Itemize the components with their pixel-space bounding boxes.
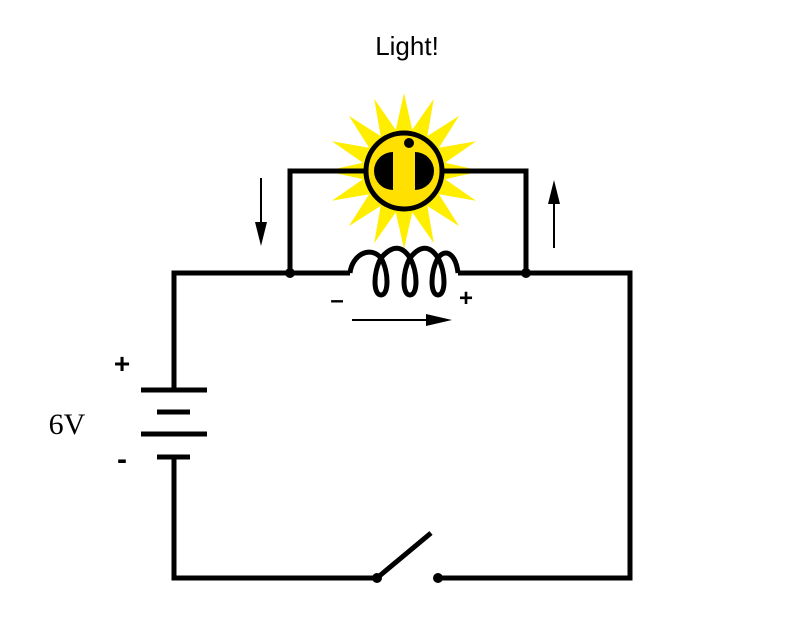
junction-left xyxy=(285,268,295,278)
lamp-electrode-right xyxy=(415,152,434,190)
wire-battery-top xyxy=(171,270,290,390)
arrow-up-icon xyxy=(548,180,560,248)
switch-pivot xyxy=(372,573,382,583)
arrow-down-icon xyxy=(255,178,267,246)
wire-inductor-to-right xyxy=(438,270,633,581)
battery-voltage-label: 6V xyxy=(49,408,86,441)
junction-right xyxy=(521,268,531,278)
arrow-right-icon xyxy=(352,314,452,326)
wire-battery-bottom xyxy=(171,458,377,581)
inductor-plus-label: + xyxy=(459,285,473,312)
inductor-coil xyxy=(347,245,461,298)
switch-symbol xyxy=(372,531,443,583)
switch-lever xyxy=(375,531,433,580)
lamp-gas-dot xyxy=(404,138,414,148)
wire-lamp-branch-left xyxy=(287,168,365,273)
lamp-envelope xyxy=(363,130,445,212)
switch-contact xyxy=(433,573,443,583)
battery-minus-label: - xyxy=(117,443,127,476)
diagram-title: Light! xyxy=(375,31,439,61)
battery-symbol xyxy=(141,387,207,460)
inductor-minus-label: – xyxy=(330,287,343,314)
neon-lamp-icon xyxy=(363,130,445,212)
circuit-wires xyxy=(171,168,633,581)
wire-lamp-branch-right xyxy=(443,168,529,273)
lamp-electrode-left xyxy=(374,152,393,190)
battery-plus-label: + xyxy=(114,348,130,379)
